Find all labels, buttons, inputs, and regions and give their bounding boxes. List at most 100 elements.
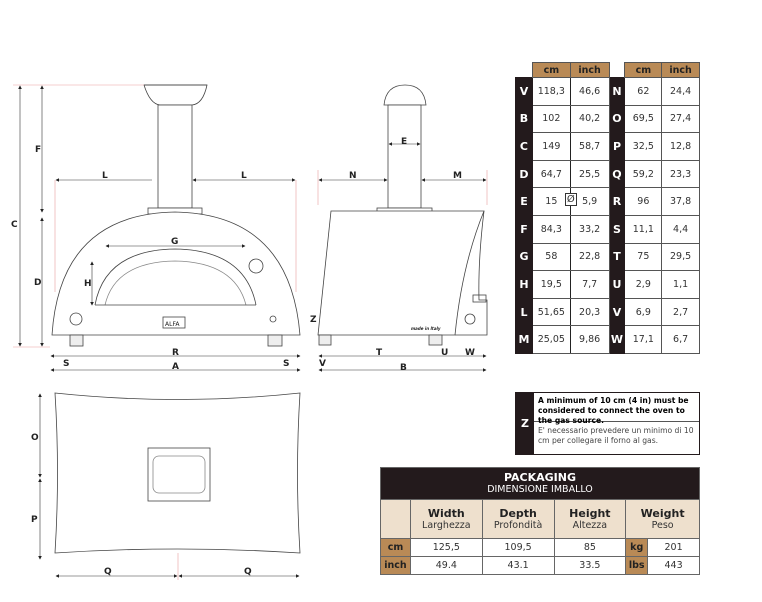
label-T: T (376, 348, 383, 358)
packaging-title: PACKAGING (503, 470, 577, 484)
front-labels: F C D L L G H R A S S ALFA (11, 145, 289, 372)
label-V: V (319, 359, 326, 369)
cell-in2: 12,8 (661, 132, 700, 161)
cell-in1: 7,7 (569, 270, 610, 299)
cell-in2: 4,4 (661, 214, 700, 244)
label-Z: Z (310, 315, 317, 325)
cell-in1: 25,5 (569, 159, 610, 189)
label-B: B (400, 363, 407, 373)
label-P: P (31, 515, 38, 525)
label-U: U (441, 348, 448, 358)
cell-l1: E (515, 187, 533, 216)
note-english: A minimum of 10 cm (4 in) must be consid… (534, 393, 699, 425)
cell-in1: 20,3 (569, 297, 610, 327)
label-F: F (35, 145, 41, 155)
cell-in2: 24,4 (661, 77, 700, 106)
cell-in2: 2,7 (661, 297, 700, 327)
label-L-left: L (102, 171, 108, 181)
label-R: R (172, 348, 179, 358)
side-labels: E N M Z T U W V B made in Italy (310, 137, 475, 373)
cell-in1: 40,2 (569, 104, 610, 134)
cell-cm1: 84,3 (531, 214, 571, 244)
cell-l1: G (515, 242, 533, 272)
cell-l2: W (608, 325, 626, 354)
cell-l2: R (608, 187, 626, 216)
cell-l1: D (515, 159, 533, 189)
label-O: O (31, 433, 39, 443)
label-A: A (172, 362, 179, 372)
label-C: C (11, 220, 18, 230)
gas-connection-note: Z A minimum of 10 cm (4 in) must be cons… (515, 392, 700, 455)
label-E: E (401, 137, 407, 147)
cell-in1: 33,2 (569, 214, 610, 244)
cell-cm2: 11,1 (624, 214, 663, 244)
cell-cm2: 69,5 (624, 104, 663, 134)
cell-cm1: 64,7 (531, 159, 571, 189)
side-view (317, 84, 488, 346)
cell-in1: 9,86 (569, 325, 610, 354)
cell-l2: V (608, 297, 626, 327)
cell-cm2: 17,1 (624, 325, 663, 354)
table-row: inch 49.4 43.1 33.5 lbs 443 (380, 556, 700, 575)
cell-cm1: 25,05 (531, 325, 571, 354)
cell-cm1: 19,5 (531, 270, 571, 299)
cell-l1: V (515, 77, 533, 106)
label-Q-left: Q (104, 567, 112, 577)
made-in-italy: made in Italy (411, 326, 441, 331)
diameter-icon: Ø (564, 193, 577, 207)
cell-l2: P (608, 132, 626, 161)
label-M: M (453, 171, 462, 181)
cell-in1: 58,7 (569, 132, 610, 161)
cell-l2: N (608, 77, 626, 106)
alfa-logo: ALFA (165, 321, 180, 328)
label-D: D (34, 278, 41, 288)
cell-in2: 27,4 (661, 104, 700, 134)
cell-in2: 6,7 (661, 325, 700, 354)
cell-l2: O (608, 104, 626, 134)
packaging-subtitle: DIMENSIONE IMBALLO (487, 483, 593, 495)
label-W: W (465, 348, 475, 358)
note-letter: Z (516, 393, 534, 454)
cell-l1: M (515, 325, 533, 354)
top-labels: O P Q Q (31, 433, 252, 577)
cell-in1: 46,6 (569, 77, 610, 106)
label-Q-right: Q (244, 567, 252, 577)
cell-l1: L (515, 297, 533, 327)
label-S-left: S (63, 359, 69, 369)
cell-in2: 37,8 (661, 187, 700, 216)
label-H: H (84, 279, 92, 289)
cell-cm1: 149 (531, 132, 571, 161)
front-dimension-lines (13, 84, 301, 372)
cell-cm2: 62 (624, 77, 663, 106)
cell-l2: T (608, 242, 626, 272)
cell-l2: S (608, 214, 626, 244)
cell-cm2: 2,9 (624, 270, 663, 299)
cell-cm1: 58 (531, 242, 571, 272)
cell-cm1: 118,3 (531, 77, 571, 106)
cell-in2: 29,5 (661, 242, 700, 272)
cell-l2: Q (608, 159, 626, 189)
cell-l1: F (515, 214, 533, 244)
cell-l1: C (515, 132, 533, 161)
top-dimension-lines (38, 393, 300, 580)
label-N: N (349, 171, 357, 181)
cell-cm2: 6,9 (624, 297, 663, 327)
cell-cm2: 75 (624, 242, 663, 272)
cell-l1: B (515, 104, 533, 134)
cell-in2: 1,1 (661, 270, 700, 299)
